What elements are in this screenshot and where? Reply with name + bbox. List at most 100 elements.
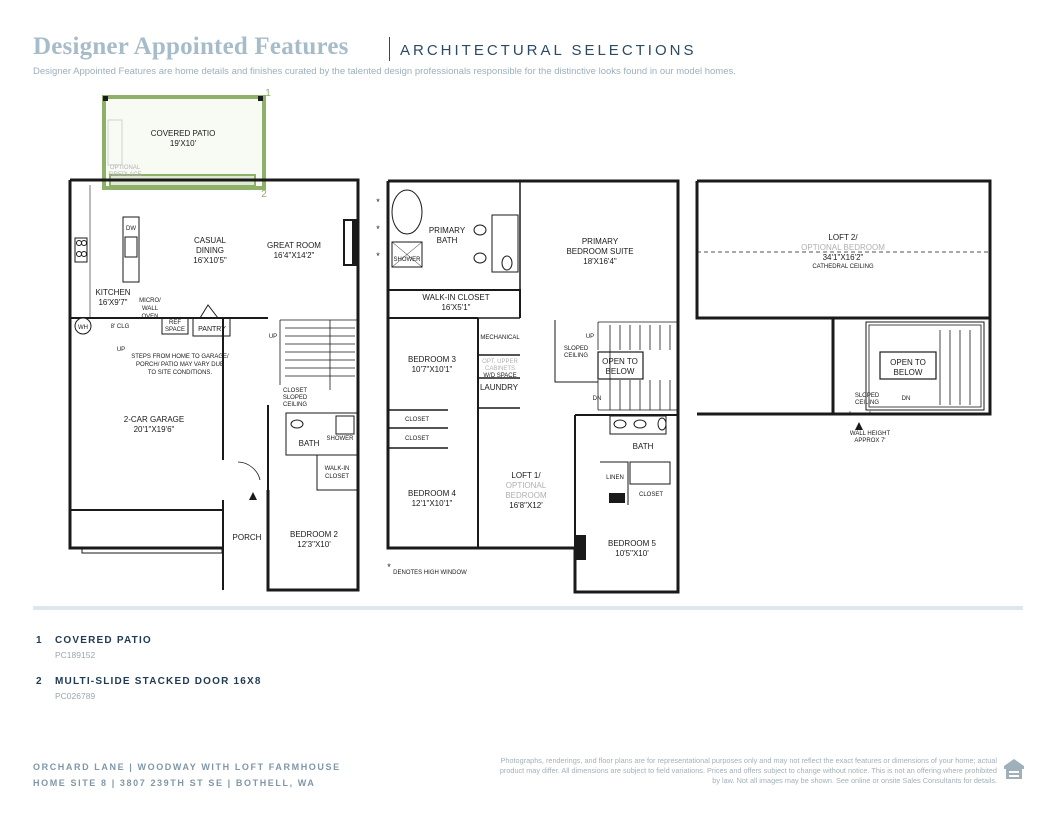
casual-dining-dim: 16'X10'5": [193, 256, 227, 265]
bedroom3-label: BEDROOM 3: [408, 355, 457, 364]
porch-label: PORCH: [233, 533, 262, 542]
up-label-3: UP: [586, 334, 594, 340]
mechanical-label: MECHANICAL: [480, 335, 520, 341]
up-label-2: UP: [269, 334, 277, 340]
opt-cabinets-2: CABINETS: [485, 366, 515, 372]
kitchen-label: KITCHEN: [95, 288, 130, 297]
optional-fireplace-label-2: FIREPLACE: [108, 172, 141, 178]
micro-label-1: MICRO/: [139, 298, 161, 304]
bath-label-2: BATH: [633, 442, 654, 451]
selection-number: 1: [36, 635, 42, 646]
sloped-ceiling-2: CEILING: [564, 353, 588, 359]
micro-label-3: OVEN: [141, 314, 158, 320]
laundry-label: LAUNDRY: [480, 383, 519, 392]
open-below-3: OPEN TO: [890, 358, 926, 367]
open-below-4: BELOW: [894, 368, 923, 377]
shower-label-2: SHOWER: [394, 257, 422, 263]
covered-patio-highlight: [102, 95, 266, 190]
covered-patio-dim: 19'X10': [170, 139, 197, 148]
closet-label-1: CLOSET: [405, 417, 429, 423]
wh-label: WH: [78, 325, 88, 331]
wall-height-1: WALL HEIGHT: [850, 431, 891, 437]
floor-plan: 1 2 COVERED PATIO 19'X10' OPTIONAL FIREP…: [68, 88, 992, 594]
dn-label-1: DN: [593, 396, 602, 402]
bedroom4-dim: 12'1"X10'1": [412, 499, 453, 508]
page-title: Designer Appointed Features: [33, 33, 349, 60]
loft1-dim: 16'8"X12': [509, 501, 543, 510]
selection-number: 2: [36, 676, 42, 687]
shower-label-1: SHOWER: [327, 436, 355, 442]
steps-note-1: STEPS FROM HOME TO GARAGE/: [131, 354, 229, 360]
primary-suite-1: PRIMARY: [582, 237, 619, 246]
closet-label-2: CLOSET: [405, 436, 429, 442]
primary-suite-dim: 18'X16'4": [583, 257, 617, 266]
closet-sloped-1: CLOSET: [283, 388, 307, 394]
sloped-ceiling-1: SLOPED: [564, 346, 589, 352]
bedroom3-dim: 10'7"X10'1": [412, 365, 453, 374]
loft1-optional-1: OPTIONAL: [506, 481, 547, 490]
high-window-note-mark: *: [387, 562, 391, 572]
bath-label-1: BATH: [299, 439, 320, 448]
loft2-label: LOFT 2/: [828, 233, 858, 242]
equal-housing-icon: [1004, 759, 1024, 779]
high-window-note: DENOTES HIGH WINDOW: [393, 570, 467, 576]
kitchen-dim: 16'X9'7": [98, 298, 127, 307]
micro-label-2: WALL: [142, 306, 159, 312]
great-room-label: GREAT ROOM: [267, 241, 321, 250]
title-divider: [389, 37, 390, 61]
loft1-optional-2: BEDROOM: [505, 491, 547, 500]
walkin-closet-1: WALK-IN: [325, 466, 350, 472]
primary-bath-2: BATH: [437, 236, 458, 245]
garage-dim: 20'1"X19'6": [134, 425, 175, 434]
casual-dining-label-1: CASUAL: [194, 236, 227, 245]
address-line: HOME SITE 8 | 3807 239TH ST SE | BOTHELL…: [33, 778, 316, 788]
open-below-2: BELOW: [606, 367, 635, 376]
ref-label-2: SPACE: [165, 327, 185, 333]
dw-label: DW: [126, 226, 136, 232]
opt-cabinets-1: OPT. UPPER: [482, 359, 518, 365]
selection-code: PC189152: [55, 650, 96, 660]
level-1-plan: [68, 95, 360, 592]
open-below-1: OPEN TO: [602, 357, 638, 366]
page-subtitle: ARCHITECTURAL SELECTIONS: [400, 42, 697, 59]
closet-sloped-2: SLOPED: [283, 395, 308, 401]
closet-sloped-3: CEILING: [283, 402, 307, 408]
marker-2: 2: [261, 189, 267, 200]
up-label-1: UP: [117, 347, 125, 353]
level-2-plan: [386, 179, 680, 594]
bedroom2-dim: 12'3"X10': [297, 540, 331, 549]
great-room-dim: 16'4"X14'2": [274, 251, 315, 260]
walkin-closet-dim: 16'X5'1": [441, 303, 470, 312]
bedroom5-dim: 10'5"X10': [615, 549, 649, 558]
wall-height-2: APPROX 7': [854, 438, 885, 444]
garage-label: 2-CAR GARAGE: [124, 415, 184, 424]
community-line: ORCHARD LANE | WOODWAY WITH LOFT FARMHOU…: [33, 762, 341, 772]
bedroom4-label: BEDROOM 4: [408, 489, 457, 498]
high-window-mark-1: *: [376, 197, 380, 207]
ref-label-1: REF: [169, 320, 181, 326]
steps-note-2: PORCH/ PATIO MAY VARY DUE: [136, 362, 224, 368]
walkin-closet-2: CLOSET: [325, 474, 349, 480]
walkin-closet-label: WALK-IN CLOSET: [422, 293, 489, 302]
community-info: ORCHARD LANE | WOODWAY WITH LOFT FARMHOU…: [33, 759, 341, 791]
bedroom2-label: BEDROOM 2: [290, 530, 339, 539]
section-divider: [33, 606, 1023, 610]
marker-1: 1: [265, 88, 271, 99]
loft2-optional: OPTIONAL BEDROOM: [801, 243, 885, 252]
pantry-label: PANTRY: [198, 326, 226, 333]
bedroom5-label: BEDROOM 5: [608, 539, 657, 548]
high-window-mark-2: *: [376, 224, 380, 234]
sloped-ceiling-4: CEILING: [855, 400, 879, 406]
casual-dining-label-2: DINING: [196, 246, 224, 255]
covered-patio-label: COVERED PATIO: [151, 129, 216, 138]
dn-label-2: DN: [902, 396, 911, 402]
cathedral-label: CATHEDRAL CEILING: [812, 264, 874, 270]
selection-name: COVERED PATIO: [55, 635, 152, 646]
primary-suite-2: BEDROOM SUITE: [566, 247, 633, 256]
high-window-mark-3: *: [376, 251, 380, 261]
intro-text: Designer Appointed Features are home det…: [33, 66, 736, 77]
clg-label: 8' CLG: [111, 324, 130, 330]
closet-label-3: CLOSET: [639, 492, 663, 498]
loft1-label: LOFT 1/: [511, 471, 541, 480]
selection-name: MULTI-SLIDE STACKED DOOR 16X8: [55, 676, 262, 687]
